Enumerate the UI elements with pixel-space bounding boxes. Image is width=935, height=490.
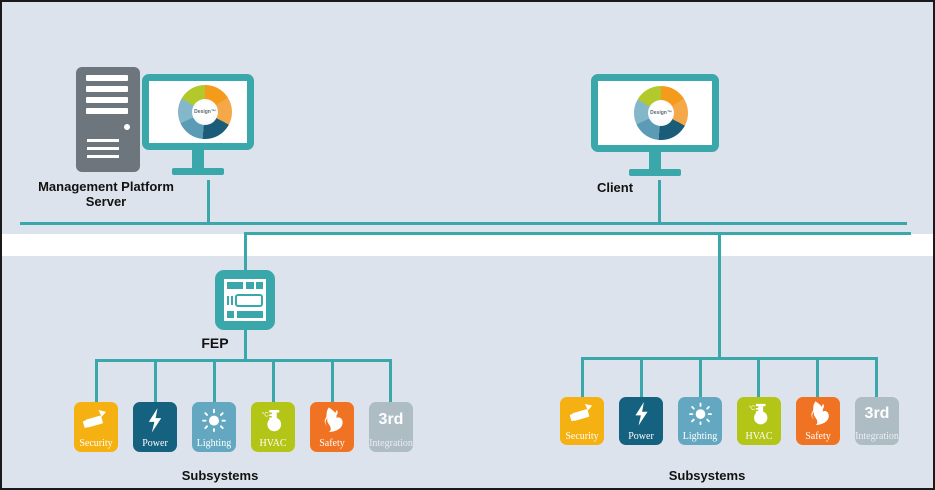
third-party-badge: 3rd [378, 410, 404, 428]
subsystem-label-hvac: HVAC [745, 431, 773, 442]
subsystem-tile-hvac[interactable]: °C HVAC [251, 402, 295, 452]
light-bulb-sun-icon [678, 397, 722, 430]
subsystem-tile-lighting[interactable]: Lighting [192, 402, 236, 452]
right-drop-power [640, 357, 643, 397]
donut-center-label-client: Design™ [650, 110, 672, 116]
right-distribution-bar [581, 357, 878, 360]
light-bulb-sun-icon [192, 402, 236, 437]
subsystem-label-security: Security [565, 431, 599, 442]
server-tower-icon [76, 67, 140, 172]
subsystem-tile-hvac[interactable]: °C HVAC [737, 397, 781, 445]
subsystem-label-security: Security [79, 438, 113, 449]
front-end-processor-icon [215, 270, 275, 330]
cctv-camera-icon [74, 402, 118, 437]
svg-text:°C: °C [262, 411, 269, 418]
flame-icon [310, 402, 354, 437]
fep-trunk-line [244, 232, 247, 270]
left-drop-power [154, 359, 157, 402]
right-subsystems-label: Subsystems [668, 468, 746, 483]
third-party-icon: 3rd [369, 402, 413, 437]
left-drop-integration [389, 359, 392, 402]
flame-icon [796, 397, 840, 430]
fep-to-bus-line [244, 330, 247, 360]
left-drop-security [95, 359, 98, 402]
subsystem-tile-power[interactable]: Power [133, 402, 177, 452]
svg-text:°C: °C [748, 406, 755, 412]
upper-backbone-line [20, 222, 907, 225]
left-drop-lighting [213, 359, 216, 402]
third-party-icon: 3rd [855, 397, 899, 430]
donut-chart-icon-client: Design™ [634, 86, 688, 140]
lightning-bolt-icon [619, 397, 663, 430]
cctv-camera-icon [560, 397, 604, 430]
lower-backbone-line [245, 232, 911, 235]
fep-label: FEP [201, 335, 229, 351]
right-drop-security [581, 357, 584, 397]
left-subsystems-label: Subsystems [181, 468, 259, 483]
right-drop-safety [816, 357, 819, 397]
right-drop-lighting [699, 357, 702, 397]
right-drop-hvac [757, 357, 760, 397]
donut-chart-icon: Design™ [178, 85, 232, 139]
section-divider-band [2, 234, 933, 256]
client-label: Client [596, 180, 634, 195]
subsystem-label-safety: Safety [319, 438, 345, 449]
management-server-label-line1: Management Platform [38, 179, 174, 194]
server-drop-line [207, 180, 210, 224]
subsystem-label-power: Power [142, 438, 168, 449]
donut-center-label: Design™ [194, 109, 216, 115]
subsystem-tile-security[interactable]: Security [560, 397, 604, 445]
server-monitor-icon: Design™ [142, 74, 254, 179]
left-drop-safety [331, 359, 334, 402]
left-drop-hvac [272, 359, 275, 402]
subsystem-label-power: Power [628, 431, 654, 442]
subsystem-label-safety: Safety [805, 431, 831, 442]
subsystem-tile-lighting[interactable]: Lighting [678, 397, 722, 445]
subsystem-tile-power[interactable]: Power [619, 397, 663, 445]
right-drop-integration [875, 357, 878, 397]
client-monitor-icon: Design™ [591, 74, 719, 179]
lightning-bolt-icon [133, 402, 177, 437]
left-distribution-bar [95, 359, 392, 362]
thermometer-flask-icon: °C [737, 397, 781, 430]
management-server-label-line2: Server [85, 194, 127, 209]
subsystem-label-integration: Integration [369, 438, 413, 449]
client-drop-line [658, 180, 661, 224]
subsystem-tile-safety[interactable]: Safety [796, 397, 840, 445]
third-party-badge: 3rd [864, 404, 890, 422]
subsystem-tile-safety[interactable]: Safety [310, 402, 354, 452]
subsystem-label-integration: Integration [855, 431, 899, 442]
right-trunk-line [718, 232, 721, 360]
subsystem-tile-security[interactable]: Security [74, 402, 118, 452]
subsystem-label-hvac: HVAC [259, 438, 287, 449]
subsystem-label-lighting: Lighting [682, 431, 718, 442]
subsystem-label-lighting: Lighting [196, 438, 232, 449]
management-server-label: Management Platform Server [10, 179, 202, 209]
thermometer-flask-icon: °C [251, 402, 295, 437]
